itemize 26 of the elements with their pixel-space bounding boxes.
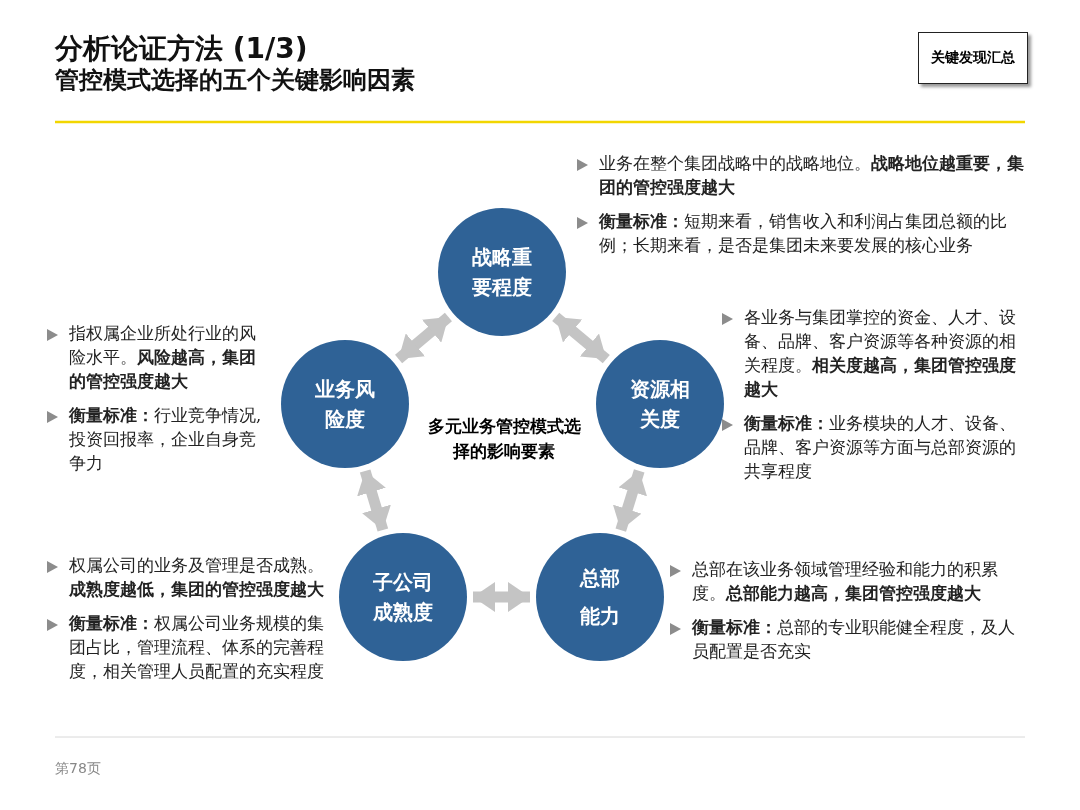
bullet-text: 衡量标准：权属公司业务规模的集团占比，管理流程、体系的完善程度，相关管理人员配置的充实程度 — [69, 613, 325, 683]
title: 分析论证方法 (1/3) — [55, 31, 308, 67]
bullet-text: 指权属企业所处行业的风险水平。风险越高，集团的管控强度越大 — [69, 323, 257, 393]
bullet-text: 衡量标准：行业竞争情况,投资回报率，企业自身竞争力 — [69, 405, 263, 475]
node-label: 关键发现汇总 — [931, 49, 1015, 67]
node-label: 业务风险度 — [314, 376, 376, 433]
bullet-text: 衡量标准：总部的专业职能健全程度，及人员配置是否充实 — [692, 617, 1016, 663]
bullet-text: 衡量标准：短期来看，销售收入和利润占集团总额的比例；长期来看，是否是集团未来要发展的核心业务 — [599, 211, 1008, 257]
double-arrow — [395, 312, 452, 364]
double-arrow — [357, 469, 391, 532]
page-number: 第78页 — [55, 760, 101, 778]
double-arrow — [473, 582, 530, 612]
bullet-text: 业务在整个集团战略中的战略地位。战略地位越重要，集团的管控强度越大 — [599, 153, 1025, 199]
bullet-text: 总部在该业务领域管理经验和能力的积累度。总部能力越高，集团管控强度越大 — [692, 559, 999, 605]
node-label: 子公司成熟度 — [372, 569, 434, 626]
summary-box — [918, 32, 1028, 84]
node-label: 总部能力 — [579, 565, 621, 630]
node-label: 资源相关度 — [629, 376, 691, 433]
bullet-text: 各业务与集团掌控的资金、人才、设备、品牌、客户资源等各种资源的相关程度。相关度越高，集团管控强度越大 — [744, 307, 1017, 401]
subtitle: 管控模式选择的五个关键影响因素 — [55, 64, 415, 96]
bullet-text: 权属公司的业务及管理是否成熟。成熟度越低，集团的管控强度越大 — [69, 555, 325, 601]
center-label: 多元业务管控模式选择的影响要素 — [426, 415, 582, 463]
double-arrow — [552, 312, 610, 364]
bullet-text: 衡量标准：业务模块的人才、设备、品牌、客户资源等方面与总部资源的共享程度 — [744, 413, 1017, 483]
double-arrow — [613, 469, 647, 532]
node-label: 战略重要程度 — [471, 244, 533, 301]
